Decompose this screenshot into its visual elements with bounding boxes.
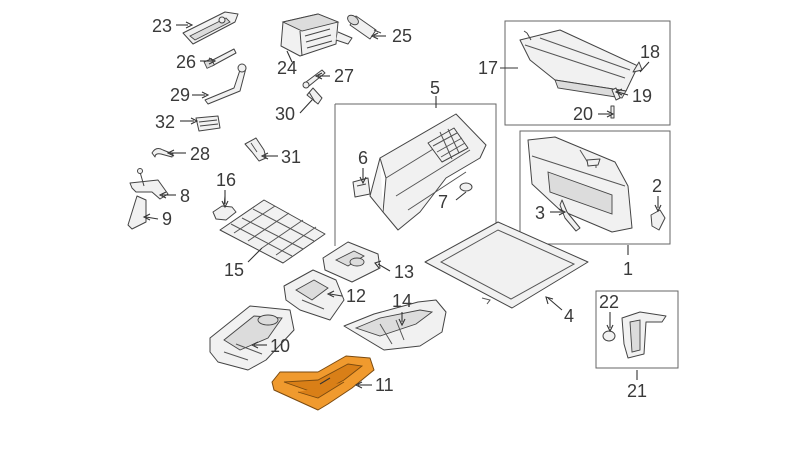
callout-28[interactable]: 28 [190, 144, 210, 164]
callout-32[interactable]: 32 [155, 112, 175, 132]
group-box-trunk-lid-trim [519, 130, 671, 245]
part-20-pin[interactable] [610, 105, 615, 119]
part-15-cargo-net[interactable] [219, 199, 326, 264]
part-7-cap[interactable] [459, 182, 473, 192]
callout-7[interactable]: 7 [438, 192, 448, 212]
callout-16[interactable]: 16 [216, 170, 236, 190]
part-19-bolt[interactable] [611, 87, 621, 101]
part-4-floor-mat[interactable] [424, 221, 589, 309]
group-box-side-trim [335, 103, 497, 265]
part-32-pad[interactable] [195, 115, 221, 132]
callout-17[interactable]: 17 [478, 58, 498, 78]
part-11-storage-tray[interactable] [271, 355, 375, 411]
callout-21[interactable]: 21 [627, 381, 647, 401]
callout-27[interactable]: 27 [334, 66, 354, 86]
part-18-clip[interactable] [632, 61, 643, 73]
callout-3[interactable]: 3 [535, 203, 545, 223]
part-31-clip[interactable] [244, 137, 267, 162]
callout-2[interactable]: 2 [652, 176, 662, 196]
callout-5[interactable]: 5 [430, 78, 440, 98]
callout-6[interactable]: 6 [358, 148, 368, 168]
callout-12[interactable]: 12 [346, 286, 366, 306]
part-1-trunk-lid-trim[interactable] [527, 136, 633, 233]
callout-4[interactable]: 4 [564, 306, 574, 326]
callout-14[interactable]: 14 [392, 291, 412, 311]
callout-11[interactable]: 11 [375, 375, 394, 395]
callout-13[interactable]: 13 [394, 262, 414, 282]
callout-19[interactable]: 19 [632, 86, 652, 106]
part-5-side-trim[interactable] [369, 113, 487, 231]
part-23-jack[interactable] [182, 11, 239, 45]
group-box-trim-panel [595, 290, 679, 369]
part-12-foam-insert[interactable] [283, 269, 345, 321]
part-13-foam-insert[interactable] [322, 241, 381, 283]
callout-26[interactable]: 26 [176, 52, 196, 72]
part-2-clip[interactable] [650, 209, 666, 231]
callout-labels: 23 25 24 26 27 29 30 32 28 31 8 9 16 15 … [152, 16, 662, 401]
callout-8[interactable]: 8 [180, 186, 190, 206]
part-30-hook[interactable] [306, 87, 323, 105]
part-3-hook[interactable] [559, 199, 581, 232]
callout-9[interactable]: 9 [162, 209, 172, 229]
part-17-parcel-shelf[interactable] [519, 29, 639, 99]
part-24-tool-box[interactable] [280, 13, 353, 57]
part-25-canister[interactable] [346, 13, 382, 40]
callout-30[interactable]: 30 [275, 104, 295, 124]
leader-lines [142, 21, 662, 389]
callout-24[interactable]: 24 [277, 58, 297, 78]
callout-22[interactable]: 22 [599, 292, 619, 312]
callout-25[interactable]: 25 [392, 26, 412, 46]
group-box-parcel-shelf [504, 20, 671, 126]
part-10-foam-tray[interactable] [209, 305, 295, 371]
part-9-shield[interactable] [127, 195, 147, 230]
callout-20[interactable]: 20 [573, 104, 593, 124]
part-26-bolt[interactable] [203, 48, 237, 69]
callout-29[interactable]: 29 [170, 85, 190, 105]
callout-10[interactable]: 10 [270, 336, 290, 356]
callout-15[interactable]: 15 [224, 260, 244, 280]
part-22-clip[interactable] [602, 330, 616, 342]
part-21-trim-panel[interactable] [621, 311, 667, 359]
callout-31[interactable]: 31 [281, 147, 301, 167]
callout-1[interactable]: 1 [623, 259, 633, 279]
part-8-bracket[interactable] [129, 168, 169, 200]
callout-23[interactable]: 23 [152, 16, 172, 36]
callout-18[interactable]: 18 [640, 42, 660, 62]
part-29-crank-handle[interactable] [204, 63, 247, 105]
part-14-trim-panel[interactable] [343, 299, 447, 351]
part-28-strap[interactable] [151, 148, 174, 158]
